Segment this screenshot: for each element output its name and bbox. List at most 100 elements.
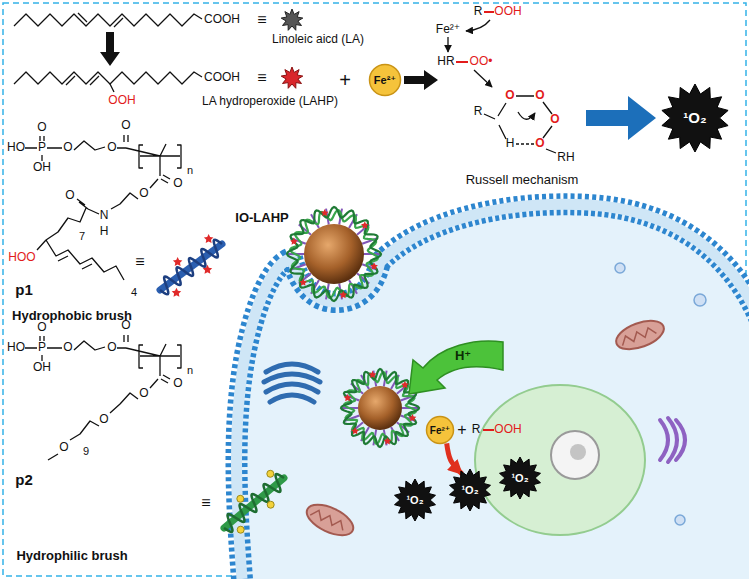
atom-label: n [187,364,193,377]
atom-label: HOO [8,251,35,265]
mitochondrion [302,499,357,542]
bond-lines [14,14,202,26]
caption-label: Linoleic aicd (LA) [272,33,364,47]
cell [237,204,749,579]
iron-oxide-particle [384,437,392,444]
atom-label: P [38,141,46,155]
vesicle [675,515,685,525]
singlet-oxygen-burst: ¹O₂ [498,456,542,500]
iron-oxide-particle [344,394,352,401]
endoplasmic-reticulum [266,364,318,372]
reaction-arrow [447,443,462,473]
cell [237,204,749,579]
mitochondrion [612,315,667,355]
atom-label: R [472,423,481,437]
iron-oxide-particle [409,414,417,421]
symbol: ≡ [201,494,210,512]
endoplasmic-reticulum [270,395,314,402]
nucleus-region [551,431,599,479]
atom-label: O [65,189,74,203]
symbol: ≡ [257,11,266,29]
vesicle [615,263,706,525]
molecule-icon [237,495,244,502]
atom-label: O [173,177,182,191]
singlet-oxygen-burst-shape [395,479,436,521]
atom-label: O [535,89,544,103]
caption-label: LA hydroperoxide (LAHP) [202,95,338,109]
atom-label: O [139,387,148,401]
atom-label: O [550,113,559,127]
singlet-oxygen-burst: ¹O₂ [660,83,730,153]
singlet-oxygen-burst-shape [500,457,541,499]
bond-lines [14,72,202,84]
molecule-icon [267,501,274,508]
proton-arrow: H⁺ [405,340,505,396]
iron-oxide-particle [351,427,359,434]
atom-label: R [474,105,483,119]
atom-label: OOH [494,423,521,437]
iron-ion: Fe²⁺ [368,63,402,97]
block-arrow [404,70,438,90]
atom-label: O [535,137,544,151]
atom-label: O [59,441,68,455]
iron-oxide-particle [341,369,419,447]
endoplasmic-reticulum [264,374,320,382]
atom-label: O [99,413,108,427]
golgi [660,418,685,462]
molecule-icon [237,526,244,533]
iron-oxide-particle [299,279,307,286]
vesicle [615,263,625,273]
atom-label: HO [7,341,25,355]
iron-ion-shape [370,65,401,96]
atom-label: O [37,121,46,135]
atom-label: OOH [494,5,521,19]
atom-label: O [121,319,130,333]
caption-label: Russell mechanism [466,173,579,188]
iron-oxide-particle [290,210,377,297]
node-text: Fe²⁺ [430,425,450,436]
symbol: ≡ [135,253,144,271]
atom-label: RH [557,151,574,165]
bond-lines [484,96,556,153]
atom-label: HO [7,141,25,155]
singlet-oxygen-burst-shape [450,469,491,511]
atom-label: P [38,341,46,355]
atom-label: O [63,141,72,155]
molecule-icon [204,234,214,243]
iron-oxide-particle [340,291,348,298]
atom-label: 9 [83,445,89,458]
caption-label: Hydrophilic brush [16,549,127,564]
iron-oxide-particle [361,222,369,229]
atom-label: O [121,119,130,133]
cell [237,204,749,579]
caption-label: IO-LAHP [235,211,288,226]
atom-label: OOH [108,94,135,108]
block-arrow [586,96,656,140]
symbol: ≡ [257,69,266,87]
block-arrow [100,32,656,140]
iron-oxide-particle [401,381,409,388]
reaction-arrow [518,112,535,119]
atom-label: OO• [470,55,493,69]
iron-oxide-particle [290,238,298,245]
caption-label: Hydrophobic brush [12,309,132,324]
symbol: + [457,421,466,439]
iron-oxide-particle [287,207,419,447]
molecule-icon [173,257,183,266]
iron-oxide-particle [369,371,377,378]
atom-label: n [187,164,193,177]
atom-label: O [173,377,182,391]
iron-oxide-particle [287,207,381,301]
atom-label: HR [437,55,454,69]
iron-oxide-particle [344,372,416,444]
golgi [660,420,668,460]
iron-ion-shape [427,417,454,444]
symbol: + [339,69,351,92]
caption-label: p2 [15,471,33,488]
node-text: ¹O₂ [461,484,478,496]
singlet-oxygen-burst: ¹O₂ [393,478,437,522]
atom-label: H [100,225,109,239]
caption-label: p1 [15,281,33,298]
atom-label: OH [33,161,51,175]
mitochondrion [302,315,667,541]
